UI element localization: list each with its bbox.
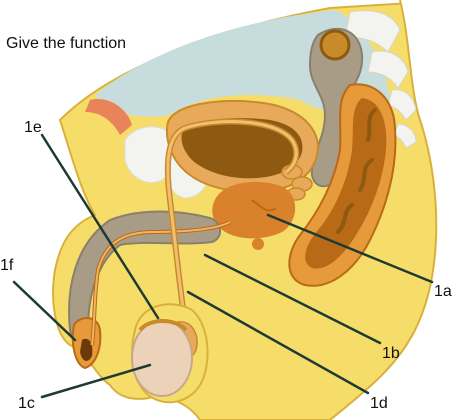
urethra-inner <box>91 221 231 346</box>
label-1a: 1a <box>434 283 452 300</box>
colon-lumen <box>319 29 351 61</box>
seminal-vesicle <box>281 164 313 201</box>
bulbourethral-gland <box>252 238 264 250</box>
leader-1e <box>40 133 160 320</box>
background-right <box>330 0 459 420</box>
label-1d: 1d <box>370 395 388 412</box>
testis <box>131 319 193 397</box>
leader-1a <box>266 213 434 284</box>
leader-1f <box>12 280 77 342</box>
glans-tip <box>80 338 93 361</box>
ejaculatory-duct <box>251 199 277 212</box>
vas-deferens-inner <box>166 120 298 331</box>
leader-1d <box>186 290 370 395</box>
bladder-lumen <box>181 118 303 179</box>
rectum-inner <box>305 98 387 269</box>
testis-tunic <box>138 319 188 332</box>
prompt-text: Give the function <box>6 35 126 52</box>
sigmoid-colon <box>308 27 364 188</box>
leader-1c <box>40 363 152 399</box>
rectum-folds <box>336 108 377 234</box>
label-1c: 1c <box>18 395 35 412</box>
label-1f: 1f <box>0 257 14 274</box>
label-1b: 1b <box>382 345 400 362</box>
penis-shaft <box>68 210 221 343</box>
pubic-bone-stripe <box>85 99 132 135</box>
label-1e: 1e <box>24 119 42 136</box>
vertebrae <box>344 10 417 149</box>
back-outline <box>329 0 438 420</box>
leader-1b <box>203 253 382 345</box>
prostate <box>212 181 296 239</box>
